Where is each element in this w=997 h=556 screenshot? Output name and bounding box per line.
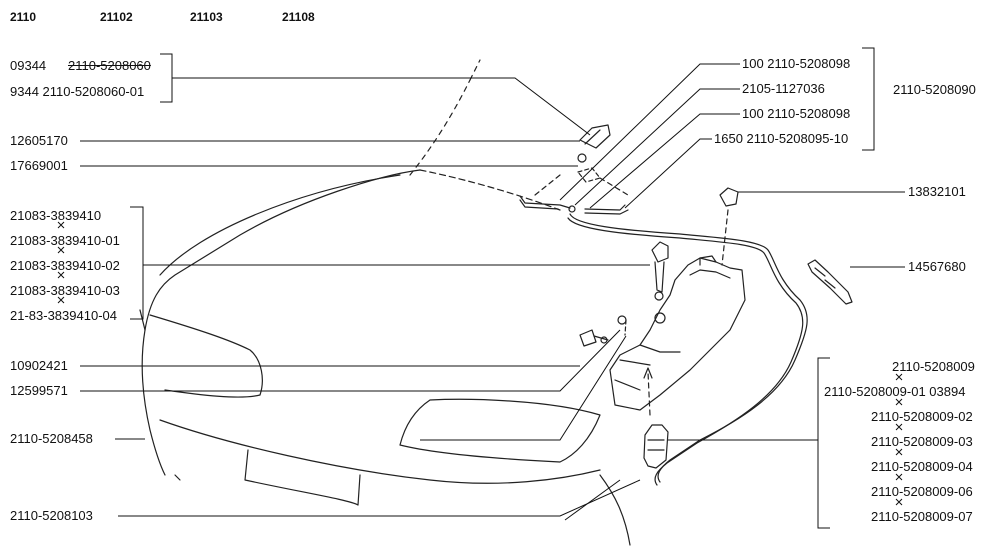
part-label-pump-4: 21-83-3839410-04 xyxy=(10,308,117,323)
part-label-nozzle-a: 2110-5208060 xyxy=(68,58,151,73)
model-label: 2110 xyxy=(10,10,37,24)
nozzle-hoses-drawing xyxy=(519,195,808,486)
part-label-13832101: 13832101 xyxy=(908,184,966,199)
part-label-12599571: 12599571 xyxy=(10,383,68,398)
part-label-tank-0: 2110-5208009 xyxy=(892,359,975,374)
part-label-tank-1: 2110-5208009-01 03894 xyxy=(824,384,966,399)
part-label-tank-5: 2110-5208009-06 xyxy=(871,484,973,499)
washer-tank-drawing xyxy=(609,255,746,411)
part-label-tank-4: 2110-5208009-04 xyxy=(871,459,973,474)
tank-cap-drawing xyxy=(719,187,739,266)
hose-clip-drawing xyxy=(807,259,853,305)
model-label: 21103 xyxy=(190,10,223,24)
model-label: 21108 xyxy=(282,10,315,24)
pump-drawing xyxy=(617,241,669,336)
part-label-nozzle-a-prefix: 09344 xyxy=(10,58,47,73)
part-label-hose-1: 2105-1127036 xyxy=(742,81,825,96)
car-body-outline xyxy=(139,59,631,546)
part-label-pump-0: 21083-3839410 xyxy=(10,208,102,223)
part-label-nozzle-b: 9344 2110-5208060-01 xyxy=(10,84,145,99)
part-label-tank-6: 2110-5208009-07 xyxy=(871,509,973,524)
part-label-pump-3: 21083-3839410-03 xyxy=(10,283,120,298)
model-label: 21102 xyxy=(100,10,133,24)
part-label-pump-2: 21083-3839410-02 xyxy=(10,258,120,273)
part-label-hose-assembly: 2110-5208090 xyxy=(893,82,976,97)
part-label-hose-3: 1650 2110-5208095-10 xyxy=(714,131,849,146)
part-label-pump-1: 21083-3839410-01 xyxy=(10,233,120,248)
part-label-2110-5208103: 2110-5208103 xyxy=(10,508,93,523)
part-label-10902421: 10902421 xyxy=(10,358,68,373)
part-label-tank-2: 2110-5208009-02 xyxy=(871,409,973,424)
part-label-14567680: 14567680 xyxy=(908,259,966,274)
part-label-17669001: 17669001 xyxy=(10,158,68,173)
bolt-drawing xyxy=(579,329,609,347)
part-label-12605170: 12605170 xyxy=(10,133,68,148)
part-label-hose-2: 100 2110-5208098 xyxy=(742,106,851,121)
part-label-tank-3: 2110-5208009-03 xyxy=(871,434,973,449)
part-label-hose-0: 100 2110-5208098 xyxy=(742,56,851,71)
washer-nozzle-drawing xyxy=(534,124,629,196)
part-label-2110-5208458: 2110-5208458 xyxy=(10,431,93,446)
lower-pump-drawing xyxy=(643,367,669,469)
